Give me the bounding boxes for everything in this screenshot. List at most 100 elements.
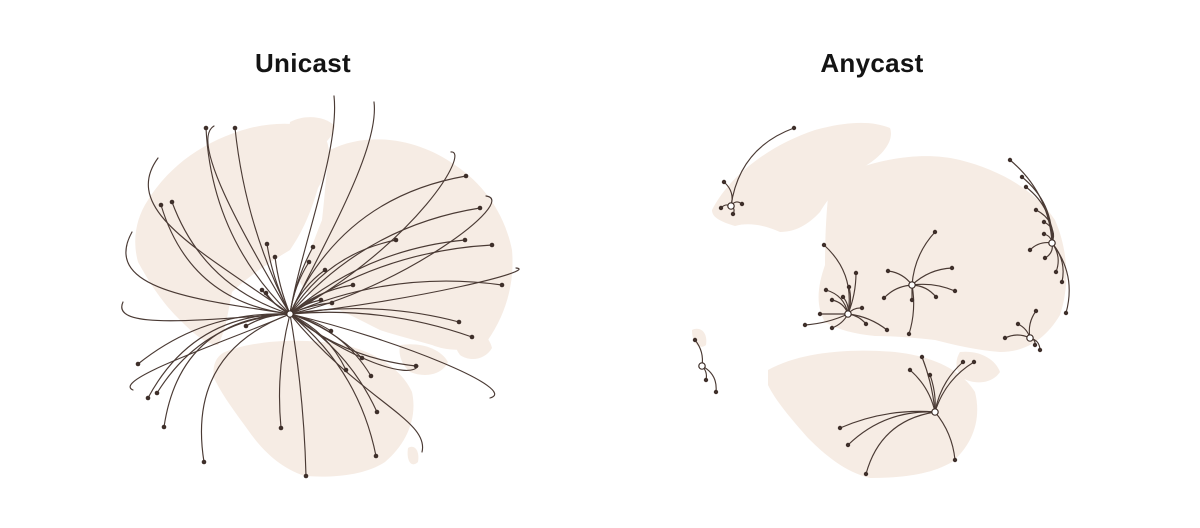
unicast-connection-arc	[289, 280, 503, 315]
unicast-connection-arc	[129, 313, 291, 391]
anycast-client-dot	[952, 457, 958, 463]
anycast-server-node	[698, 362, 706, 370]
landmass-madagascar	[407, 446, 419, 465]
unicast-client-dot	[263, 290, 269, 296]
anycast-connection-arc	[823, 244, 850, 315]
unicast-client-dot	[264, 241, 270, 247]
anycast-client-dot	[1015, 321, 1021, 327]
unicast-client-dot	[161, 424, 167, 430]
unicast-connection-arc	[289, 313, 377, 457]
anycast-client-dot	[859, 305, 865, 311]
anycast-client-dot	[863, 321, 869, 327]
unicast-connection-arc	[289, 207, 481, 315]
unicast-connection-arc	[289, 95, 336, 315]
anycast-server-node	[931, 408, 939, 416]
anycast-client-dot	[960, 359, 966, 365]
unicast-client-dot	[462, 237, 468, 243]
anycast-client-dot	[1041, 219, 1047, 225]
unicast-client-dot	[201, 459, 207, 465]
unicast-connection-arc	[289, 311, 473, 338]
anycast-connection-arc	[921, 356, 936, 413]
unicast-client-dot	[169, 199, 175, 205]
anycast-client-dot	[1037, 347, 1043, 353]
unicast-client-dot	[322, 267, 328, 273]
unicast-client-dot	[259, 287, 265, 293]
unicast-connection-arc	[163, 313, 291, 428]
unicast-connection-arc	[121, 301, 291, 322]
anycast-client-dot	[907, 367, 913, 373]
anycast-client-dot	[952, 288, 958, 294]
unicast-client-dot	[359, 355, 365, 361]
anycast-client-dot	[845, 442, 851, 448]
anycast-client-dot	[713, 389, 719, 395]
unicast-connection-arc	[289, 151, 456, 315]
anycast-client-dot	[1032, 342, 1038, 348]
unicast-connection-arc	[147, 157, 291, 315]
anycast-server-node	[1048, 239, 1056, 247]
unicast-connection-arc	[274, 256, 291, 315]
anycast-client-dot	[1041, 231, 1047, 237]
anycast-title: Anycast	[820, 48, 924, 78]
landmass-eurasia	[300, 139, 513, 350]
unicast-connection-arc	[289, 313, 378, 413]
anycast-client-dot	[919, 354, 925, 360]
unicast-client-dot	[328, 328, 334, 334]
unicast-client-dot	[463, 173, 469, 179]
anycast-server-node	[1026, 334, 1034, 342]
anycast-client-dot	[823, 287, 829, 293]
unicast-client-dot	[499, 282, 505, 288]
landmass-south-asia	[453, 328, 492, 360]
unicast-endpoints	[135, 125, 505, 479]
unicast-connection-arc	[125, 231, 291, 315]
unicast-client-dot	[303, 473, 309, 479]
anycast-client-dot	[909, 297, 915, 303]
landmass-north-america-right	[712, 122, 891, 232]
unicast-origin-server	[286, 310, 294, 318]
unicast-client-dot	[272, 254, 278, 260]
unicast-client-dot	[368, 373, 374, 379]
landmass-africa	[213, 340, 414, 477]
unicast-client-dot	[477, 205, 483, 211]
anycast-connection-arc	[908, 284, 915, 335]
landmass-greenland	[289, 117, 335, 150]
unicast-connection-arc	[171, 201, 291, 315]
unicast-client-dot	[318, 297, 324, 303]
unicast-connection-arc	[278, 313, 291, 429]
unicast-connection-arc	[207, 125, 291, 315]
unicast-globe	[121, 95, 520, 479]
landmass-arabia	[399, 344, 448, 375]
anycast-connection-arc	[839, 410, 936, 429]
unicast-client-dot	[489, 242, 495, 248]
anycast-client-dot	[1042, 255, 1048, 261]
unicast-connection-arc	[289, 267, 520, 315]
anycast-client-dot	[718, 205, 724, 211]
unicast-connection-arc	[200, 313, 291, 463]
anycast-client-dot	[885, 268, 891, 274]
anycast-client-dot	[1007, 157, 1013, 163]
unicast-connection-arc	[289, 239, 466, 315]
unicast-client-dot	[329, 300, 335, 306]
anycast-client-dot	[846, 284, 852, 290]
anycast-client-dot	[933, 294, 939, 300]
unicast-client-dot	[154, 390, 160, 396]
unicast-client-dot	[243, 323, 249, 329]
unicast-connection-arc	[289, 244, 493, 315]
anycast-client-dot	[932, 229, 938, 235]
anycast-client-dot	[730, 211, 736, 217]
unicast-connection-arc	[137, 313, 291, 365]
anycast-client-dot	[821, 242, 827, 248]
anycast-globe	[692, 122, 1070, 478]
unicast-client-dot	[373, 453, 379, 459]
anycast-client-dot	[1019, 174, 1025, 180]
unicast-client-dot	[310, 244, 316, 250]
unicast-client-dot	[278, 425, 284, 431]
unicast-client-dot	[232, 125, 238, 131]
anycast-client-dot	[840, 294, 846, 300]
anycast-client-dot	[802, 322, 808, 328]
anycast-client-dot	[1063, 310, 1069, 316]
unicast-client-dot	[469, 334, 475, 340]
anycast-connection-arc	[909, 369, 936, 413]
anycast-connection-arc	[911, 231, 936, 286]
anycast-client-dot	[971, 359, 977, 365]
